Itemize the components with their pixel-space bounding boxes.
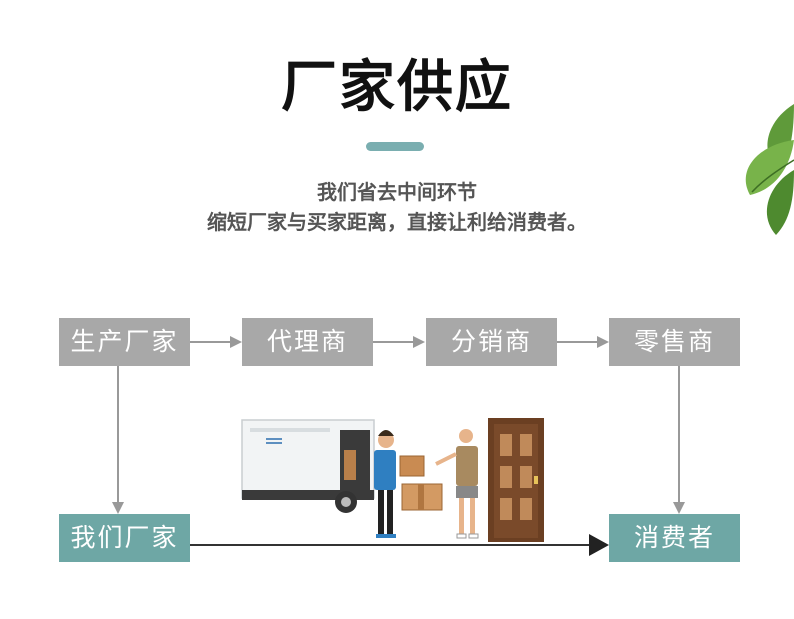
node-our-factory: 我们厂家 xyxy=(59,514,190,562)
delivery-illustration xyxy=(241,418,544,542)
title-accent-bar xyxy=(366,142,424,151)
node-agent: 代理商 xyxy=(242,318,373,366)
subtitle-line-1: 我们省去中间环节 xyxy=(317,180,477,204)
node-manufacturer: 生产厂家 xyxy=(59,318,190,366)
leaf-icon xyxy=(745,104,794,235)
node-retailer: 零售商 xyxy=(609,318,740,366)
subtitle-line-2: 缩短厂家与买家距离，直接让利给消费者。 xyxy=(207,210,587,234)
delivery-truck-icon xyxy=(241,419,375,513)
package-box-icon xyxy=(399,455,443,511)
courier-person-icon xyxy=(374,430,396,538)
page-title: 厂家供应 xyxy=(281,55,513,120)
door-icon xyxy=(488,418,544,542)
node-consumer: 消费者 xyxy=(609,514,740,562)
node-distributor: 分销商 xyxy=(426,318,557,366)
customer-person-icon xyxy=(435,429,479,539)
